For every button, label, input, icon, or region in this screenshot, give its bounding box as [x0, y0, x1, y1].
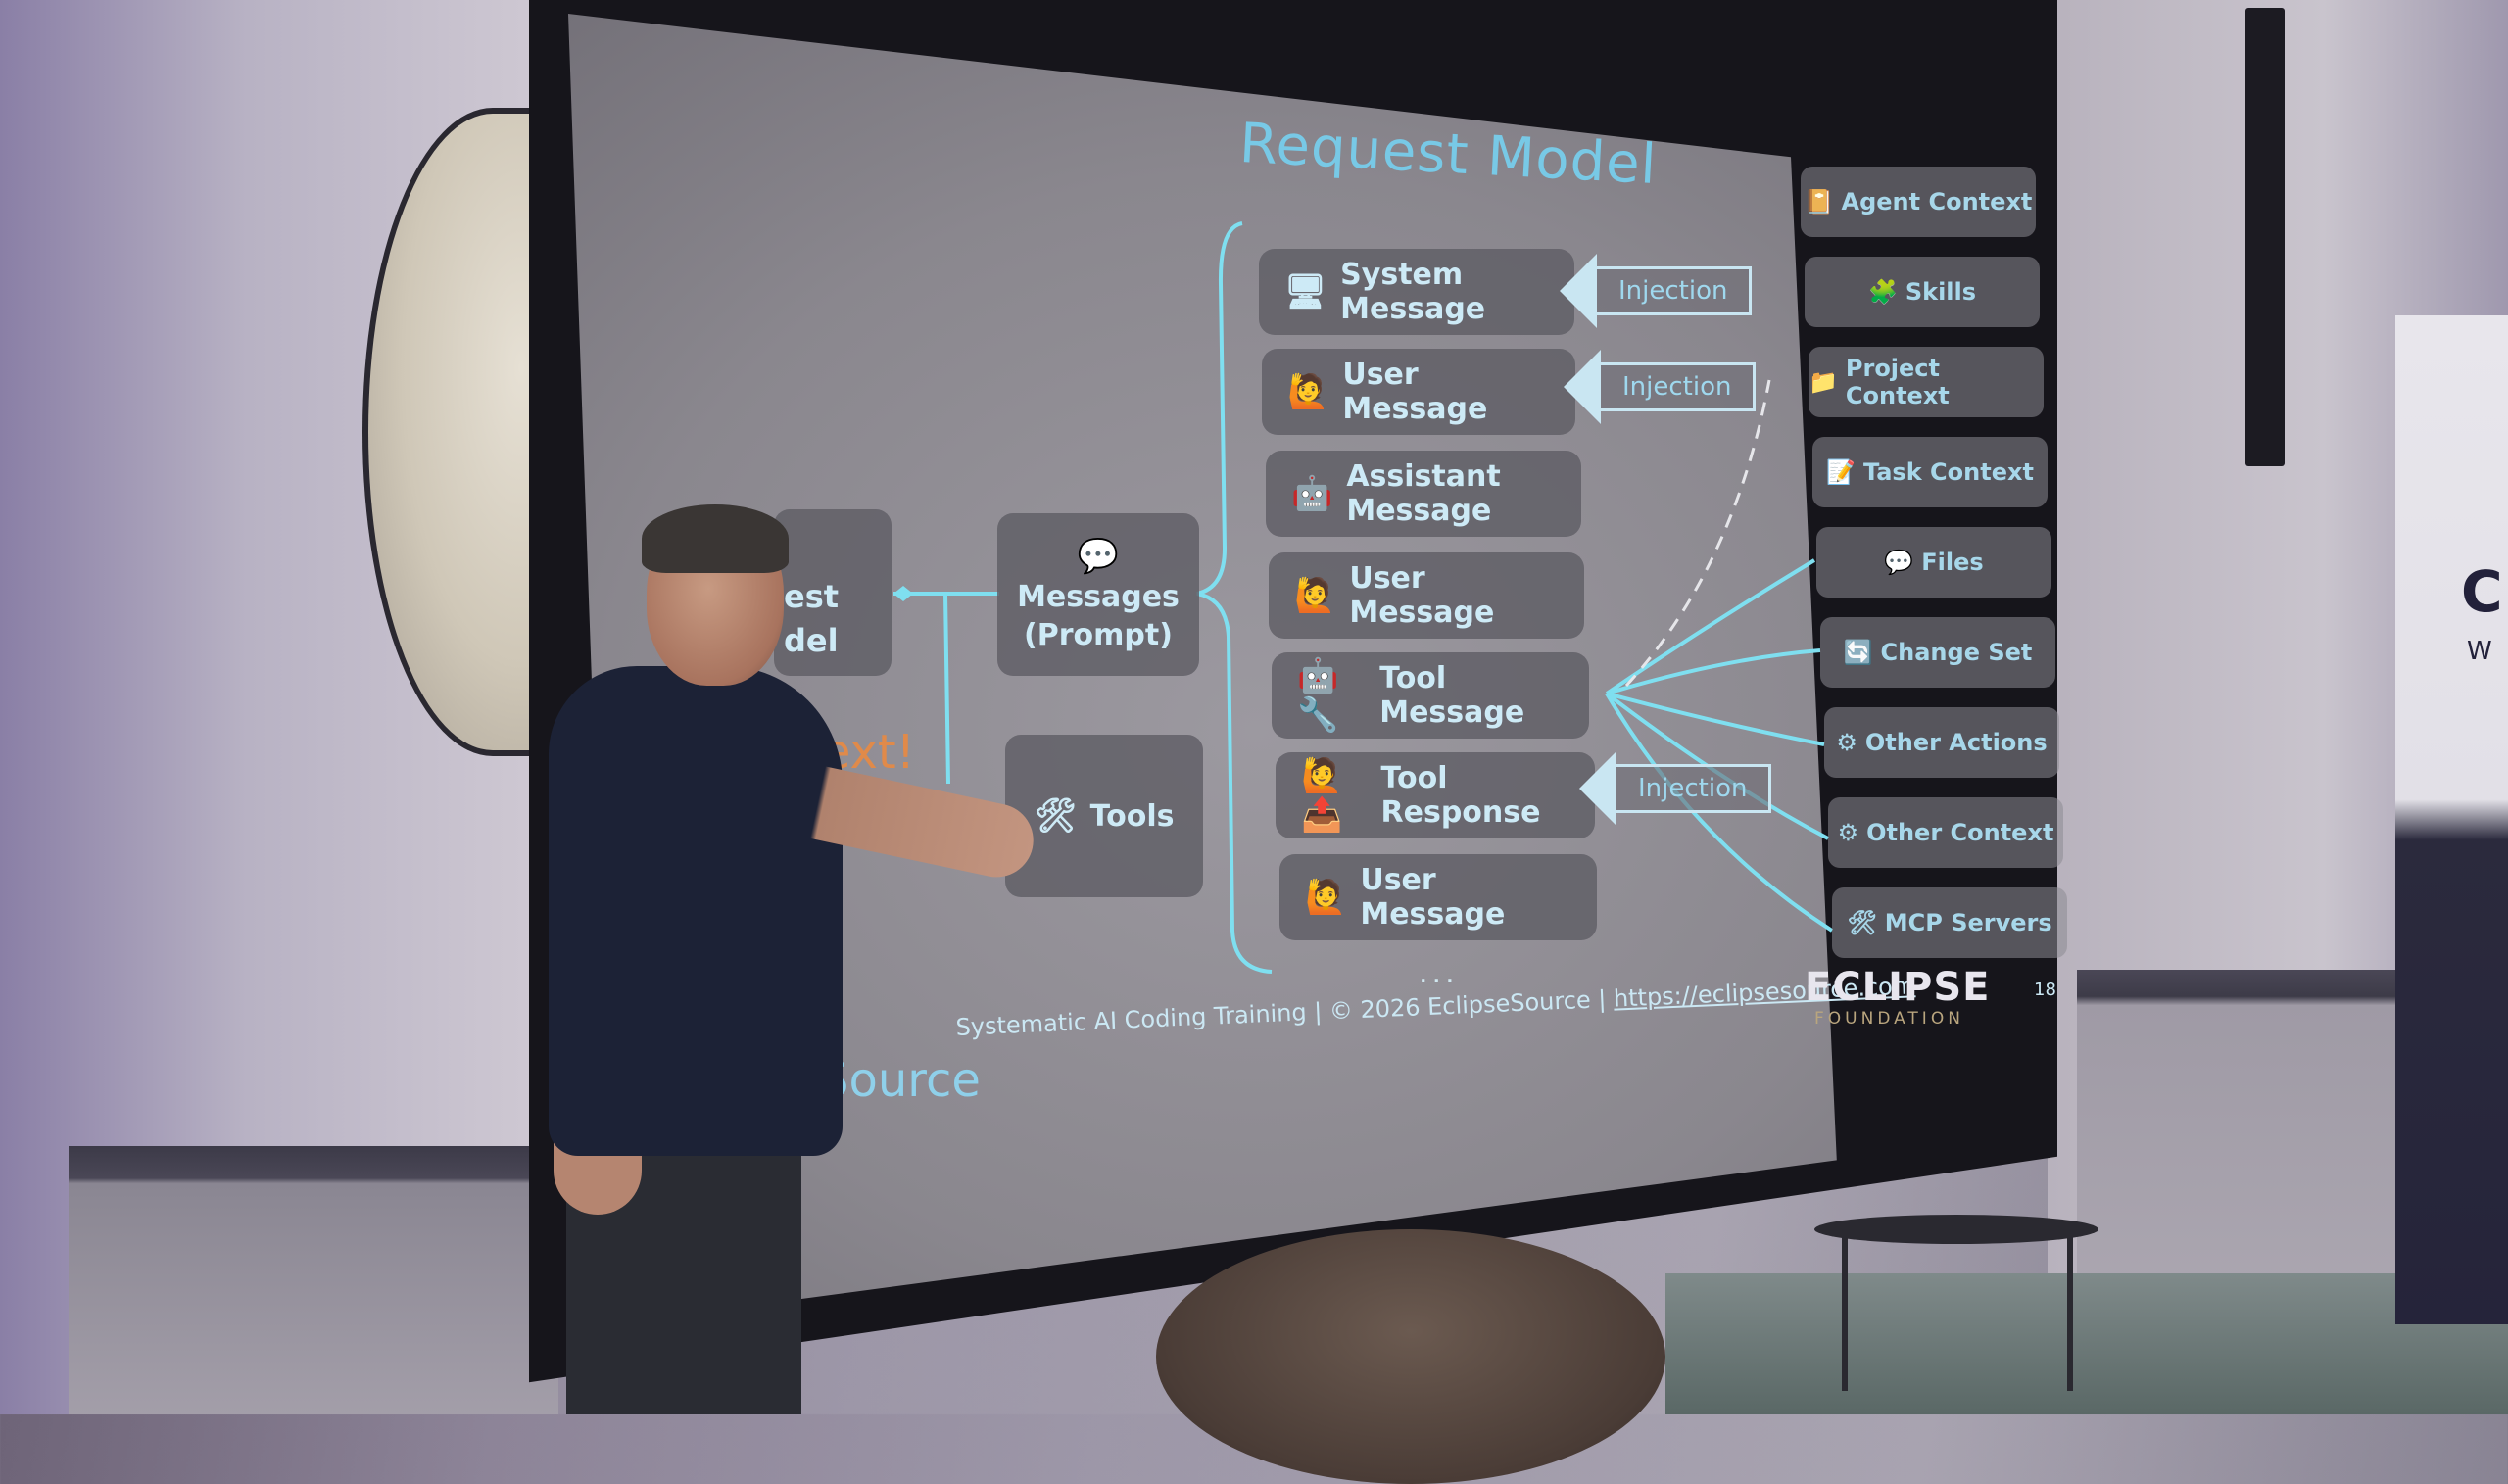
more-messages-ellipsis: ... [1419, 956, 1459, 990]
fan-change-set [1606, 648, 1821, 695]
event-banner [2395, 315, 2508, 1324]
message-tool-response: 🙋📤 Tool Response [1276, 752, 1595, 838]
context-label: Other Context [1866, 819, 2054, 846]
messages-label: Messages [1017, 580, 1180, 614]
user-icon: 🙋 [1294, 576, 1336, 615]
request-model-box-partial [774, 509, 892, 676]
wall-panel-left [69, 1146, 558, 1414]
message-user-2: 🙋 User Message [1269, 552, 1584, 639]
context-label: MCP Servers [1884, 909, 2052, 936]
injection-label: Injection [1616, 764, 1772, 813]
message-assistant: 🤖 Assistant Message [1266, 451, 1581, 537]
message-label: User Message [1342, 358, 1488, 426]
speech-bubble-icon: 💬 [1077, 537, 1120, 576]
context-task: 📝Task Context [1812, 437, 2048, 507]
banner-letter: C [2461, 558, 2503, 625]
context-skills: 🧩Skills [1805, 257, 2040, 327]
message-user-3: 🙋 User Message [1279, 854, 1597, 940]
request-model-partial-bottom: del [784, 622, 839, 659]
context-label: Skills [1905, 278, 1977, 306]
message-tool: 🤖🔧 Tool Message [1272, 652, 1589, 739]
puzzle-icon: 🧩 [1867, 278, 1898, 306]
tools-icon: 🛠 [1034, 796, 1077, 836]
message-label: User Message [1360, 863, 1506, 932]
slide-page-number: 18 [2034, 980, 2056, 1000]
injection-label: Injection [1601, 362, 1757, 411]
eclipse-logo-sub: FOUNDATION [1814, 1009, 1964, 1029]
injection-arrow-system: Injection [1560, 254, 1753, 328]
user-outbox-icon: 🙋📤 [1301, 756, 1343, 835]
user-icon: 🙋 [1305, 878, 1347, 917]
refresh-icon: 🔄 [1843, 639, 1873, 666]
message-label: System Message [1340, 258, 1486, 326]
monitor-icon: 🖥 [1284, 272, 1327, 311]
injection-arrow-tool-response: Injection [1579, 751, 1772, 826]
context-label: Task Context [1862, 458, 2034, 486]
context-mcp-servers: 🛠 MCP Servers [1832, 887, 2067, 958]
context-other-context: ⚙ Other Context [1828, 797, 2063, 868]
presenter-shirt [549, 666, 843, 1156]
left-arrow-icon [1564, 350, 1601, 424]
left-arrow-icon [1560, 254, 1597, 328]
context-project: 📁Project Context [1809, 347, 2044, 417]
request-model-partial-top: est [784, 578, 840, 615]
context-files: 💬 Files [1816, 527, 2051, 598]
tools-icon: 🛠 [1847, 909, 1877, 936]
robot-wrench-icon: 🤖🔧 [1297, 656, 1339, 735]
injection-label: Injection [1597, 266, 1753, 315]
context-label: Project Context [1845, 355, 1950, 409]
left-arrow-icon [1579, 751, 1616, 826]
tools-box: 🛠 Tools [1005, 735, 1203, 897]
notebook-icon: 📔 [1804, 188, 1834, 215]
eclipse-logo: ECLIPSE [1805, 965, 1991, 1010]
fan-mcp-servers [1605, 692, 1834, 933]
folder-icon: 📁 [1809, 368, 1838, 396]
context-change-set: 🔄 Change Set [1820, 617, 2055, 688]
table-leg [2067, 1234, 2073, 1391]
robot-icon: 🤖 [1291, 474, 1333, 513]
gear-icon: ⚙ [1836, 729, 1857, 756]
message-label: Assistant Message [1346, 459, 1501, 528]
message-label: Tool Message [1379, 661, 1525, 730]
presenter-hair [642, 504, 789, 573]
table-leg [1842, 1234, 1848, 1391]
message-label: Tool Response [1380, 761, 1541, 830]
context-other-actions: ⚙ Other Actions [1824, 707, 2059, 778]
wall-speaker [2245, 8, 2285, 466]
messages-prompt-box: 💬 Messages (Prompt) [997, 513, 1199, 676]
user-icon: 🙋 [1287, 372, 1329, 411]
banner-letter-small: W [2467, 637, 2492, 666]
brand-source-text: Source [819, 1053, 981, 1108]
fan-other-actions [1606, 692, 1825, 746]
message-system: 🖥 System Message [1259, 249, 1574, 335]
tools-label: Tools [1089, 798, 1175, 834]
message-user-1: 🙋 User Message [1262, 349, 1575, 435]
context-agent: 📔 Agent Context [1801, 167, 2036, 237]
speech-bubble-icon: 💬 [1884, 549, 1914, 576]
messages-bracket [1196, 221, 1273, 974]
context-label: Files [1921, 549, 1984, 576]
fan-files [1605, 558, 1816, 695]
prompt-label: (Prompt) [1024, 618, 1173, 652]
audience-member-head [1156, 1229, 1665, 1484]
fan-dashed-to-project [1624, 379, 1771, 688]
message-label: User Message [1349, 561, 1495, 630]
carpet-floor [1665, 1273, 2508, 1414]
context-label: Change Set [1880, 639, 2033, 666]
context-label: Agent Context [1841, 188, 2033, 215]
memo-icon: 📝 [1826, 458, 1856, 486]
side-table [1814, 1215, 2098, 1244]
injection-arrow-user: Injection [1564, 350, 1757, 424]
context-label: Other Actions [1864, 729, 2048, 756]
hub-diamond [893, 586, 913, 601]
diagram-connectors [893, 221, 1834, 974]
gear-icon: ⚙ [1837, 819, 1859, 846]
